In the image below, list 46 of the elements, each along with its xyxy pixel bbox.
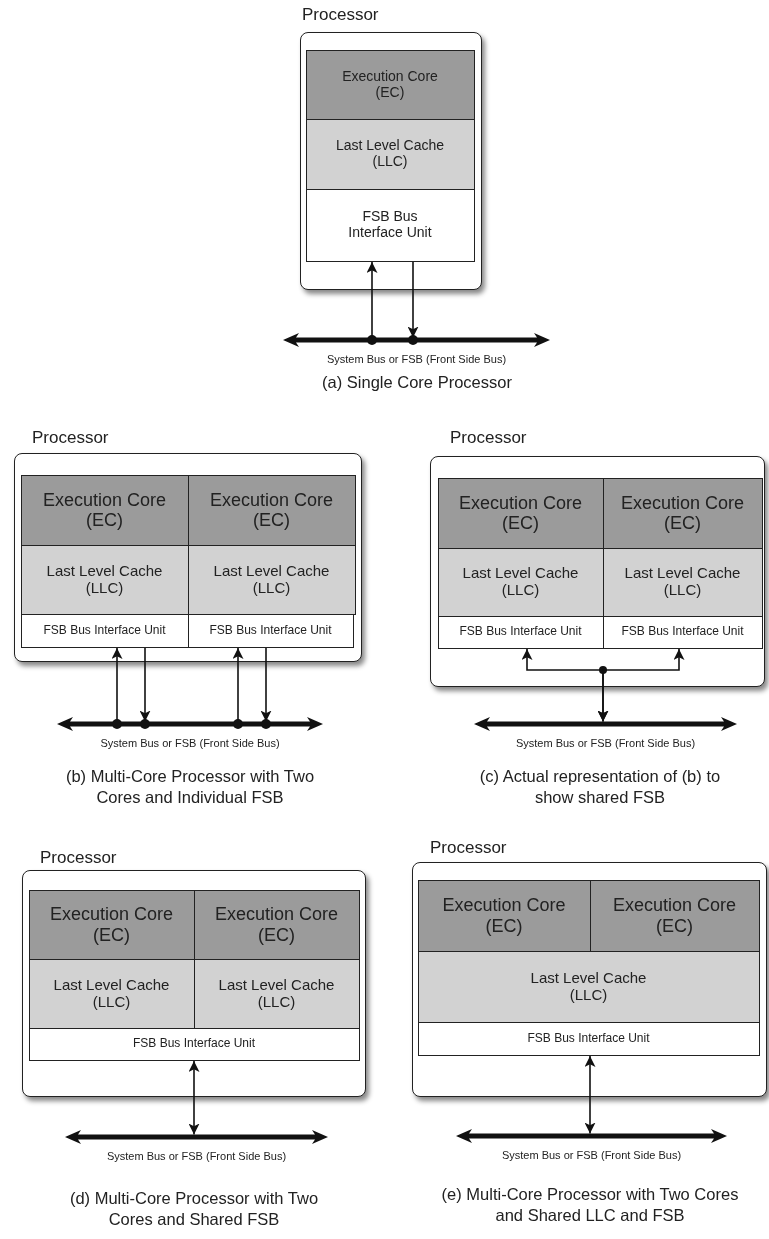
execution-core-box: Execution Core (EC): [187, 474, 356, 546]
processor-heading: Processor: [430, 838, 507, 858]
system-bus: [474, 717, 737, 731]
bus-label: System Bus or FSB (Front Side Bus): [100, 737, 280, 749]
cache-box: Last Level Cache (LLC): [602, 547, 763, 617]
execution-core-box: Execution Core (EC): [437, 477, 604, 549]
bus-label: System Bus or FSB (Front Side Bus): [326, 353, 507, 365]
bus-label: System Bus or FSB (Front Side Bus): [106, 1150, 287, 1162]
panel-caption: (c) Actual representation of (b) to show shared FSB: [478, 766, 722, 809]
processor-heading: Processor: [302, 5, 379, 25]
bus-interface-box: FSB Bus Interface Unit: [602, 615, 763, 649]
system-bus: [283, 333, 550, 347]
cache-box: Last Level Cache (LLC): [193, 958, 360, 1029]
execution-core-box: Execution Core (EC): [602, 477, 763, 549]
execution-core-box: Execution Core (EC): [20, 474, 189, 546]
panel-caption: (e) Multi-Core Processor with Two Cores and Shared LLC and FSB: [440, 1184, 740, 1227]
cache-box: Last Level Cache (LLC): [187, 544, 356, 615]
system-bus: [456, 1129, 727, 1143]
cache-box: Last Level Cache (LLC): [417, 950, 760, 1023]
arrow: [188, 1060, 200, 1136]
panel-caption: (b) Multi-Core Processor with Two Cores and Individual FSB: [64, 766, 316, 809]
bus-label: System Bus or FSB (Front Side Bus): [501, 1149, 682, 1161]
execution-core-box: Execution Core (EC): [417, 879, 591, 952]
bus-interface-box: FSB Bus Interface Unit: [20, 613, 189, 648]
cache-box: Last Level Cache (LLC): [20, 544, 189, 615]
execution-core-box: Execution Core (EC): [305, 49, 475, 120]
execution-core-box: Execution Core (EC): [193, 889, 360, 960]
cache-box: Last Level Cache (LLC): [28, 958, 195, 1029]
bus-interface-box: FSB Bus Interface Unit: [305, 188, 475, 262]
panel-caption: (a) Single Core Processor: [321, 372, 513, 393]
processor-heading: Processor: [32, 428, 109, 448]
system-bus: [65, 1130, 328, 1144]
processor-heading: Processor: [450, 428, 527, 448]
execution-core-box: Execution Core (EC): [589, 879, 760, 952]
execution-core-box: Execution Core (EC): [28, 889, 195, 960]
bus-interface-box: FSB Bus Interface Unit: [187, 613, 354, 648]
arrow: [597, 648, 685, 723]
bus-interface-box: FSB Bus Interface Unit: [417, 1021, 760, 1056]
bus-interface-box: FSB Bus Interface Unit: [28, 1027, 360, 1061]
bus-interface-box: FSB Bus Interface Unit: [437, 615, 604, 649]
panel-caption: (d) Multi-Core Processor with Two Cores and Shared FSB: [68, 1188, 320, 1231]
processor-heading: Processor: [40, 848, 117, 868]
cache-box: Last Level Cache (LLC): [305, 118, 475, 190]
bus-label: System Bus or FSB (Front Side Bus): [515, 737, 696, 749]
arrow: [584, 1055, 596, 1135]
cache-box: Last Level Cache (LLC): [437, 547, 604, 617]
